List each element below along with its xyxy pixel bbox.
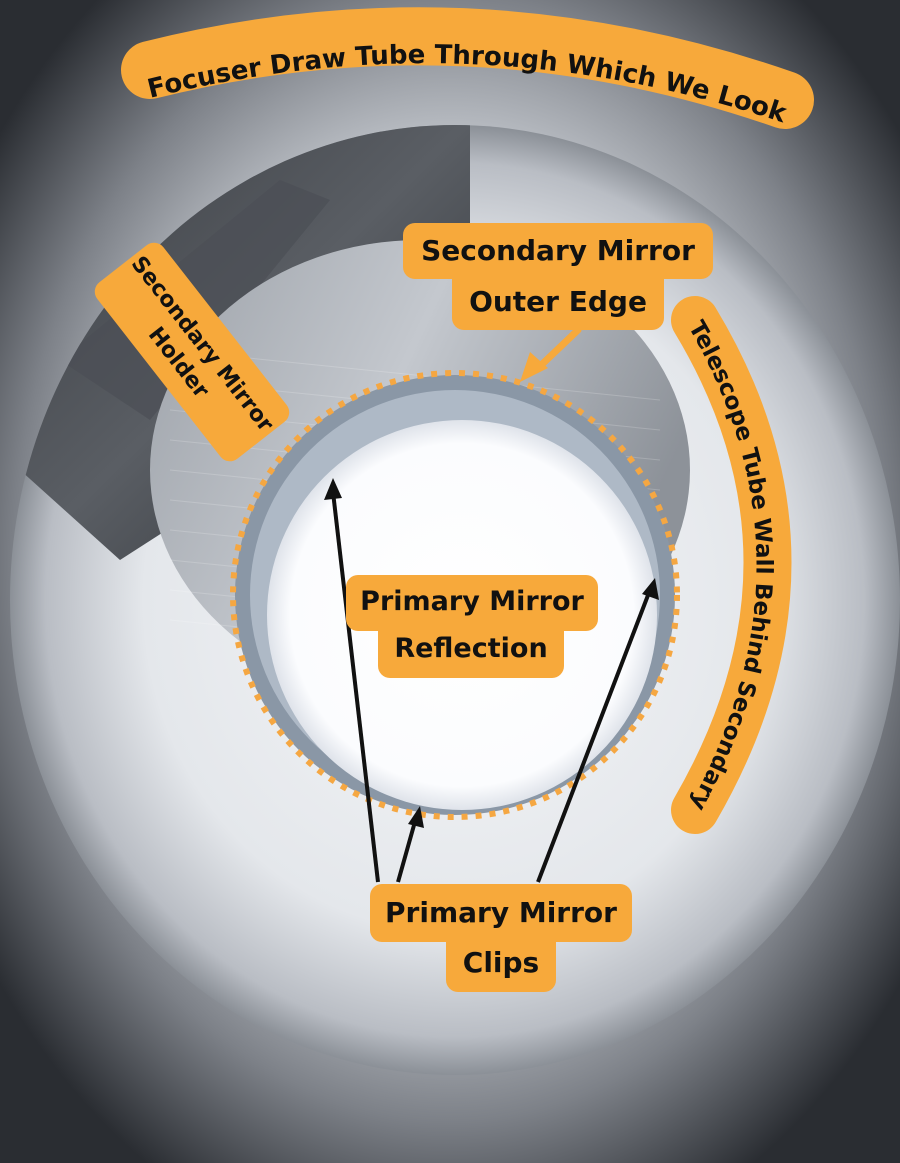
- arrow-secondary-edge: [520, 326, 582, 382]
- secondary-outer-edge-label-line2: Outer Edge: [452, 274, 664, 330]
- primary-reflection-label: Primary Mirror: [346, 575, 598, 631]
- primary-clips-line1: Primary Mirror: [385, 896, 617, 929]
- primary-reflection-line2: Reflection: [394, 633, 548, 664]
- secondary-outer-edge-line1: Secondary Mirror: [421, 234, 695, 267]
- primary-reflection-line1: Primary Mirror: [360, 586, 584, 617]
- secondary-outer-edge-label: Secondary Mirror: [403, 223, 713, 279]
- arrowhead-clip-right: [642, 578, 659, 600]
- primary-clips-label: Primary Mirror: [370, 884, 632, 942]
- secondary-outer-edge-line2: Outer Edge: [469, 285, 647, 318]
- primary-reflection-label-line2: Reflection: [378, 624, 564, 678]
- arrowhead-clip-left: [324, 478, 342, 500]
- primary-clips-label-line2: Clips: [446, 936, 556, 992]
- secondary-edge-dotted-outline: [230, 370, 680, 820]
- arrows-primary-clips: [331, 491, 652, 883]
- primary-clips-line2: Clips: [462, 946, 540, 979]
- arrowhead-clip-bottom: [408, 806, 424, 828]
